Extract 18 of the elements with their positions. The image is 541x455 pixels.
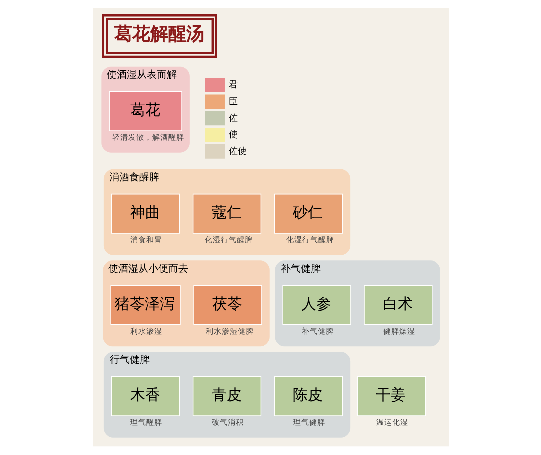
legend-label: 臣 [228,97,238,108]
node-label: 化湿行气醒脾 [204,236,253,245]
node-label: 轻清发散，解酒醒脾 [112,133,184,142]
diagram-title: 葛花解醒汤 [114,24,204,46]
node-label: 理气健脾 [293,418,326,428]
node-label: 利水渗湿 [130,326,162,336]
node-label: 利水渗湿健脾 [205,326,254,336]
node-label: 化湿行气醒脾 [286,236,334,245]
node-label: 健脾燥湿 [382,326,415,336]
node-label: 温运化湿 [376,418,408,428]
node-label: 补气健脾 [301,326,334,336]
node-label: 破气消积 [212,418,244,428]
node-label: 消食和胃 [130,236,162,245]
legend-label: 佐使 [228,147,246,158]
node-label: 理气醒脾 [130,418,162,428]
legend-label: 佐 [228,114,238,124]
legend-label: 使 [228,130,238,140]
legend-label: 君 [228,80,238,91]
